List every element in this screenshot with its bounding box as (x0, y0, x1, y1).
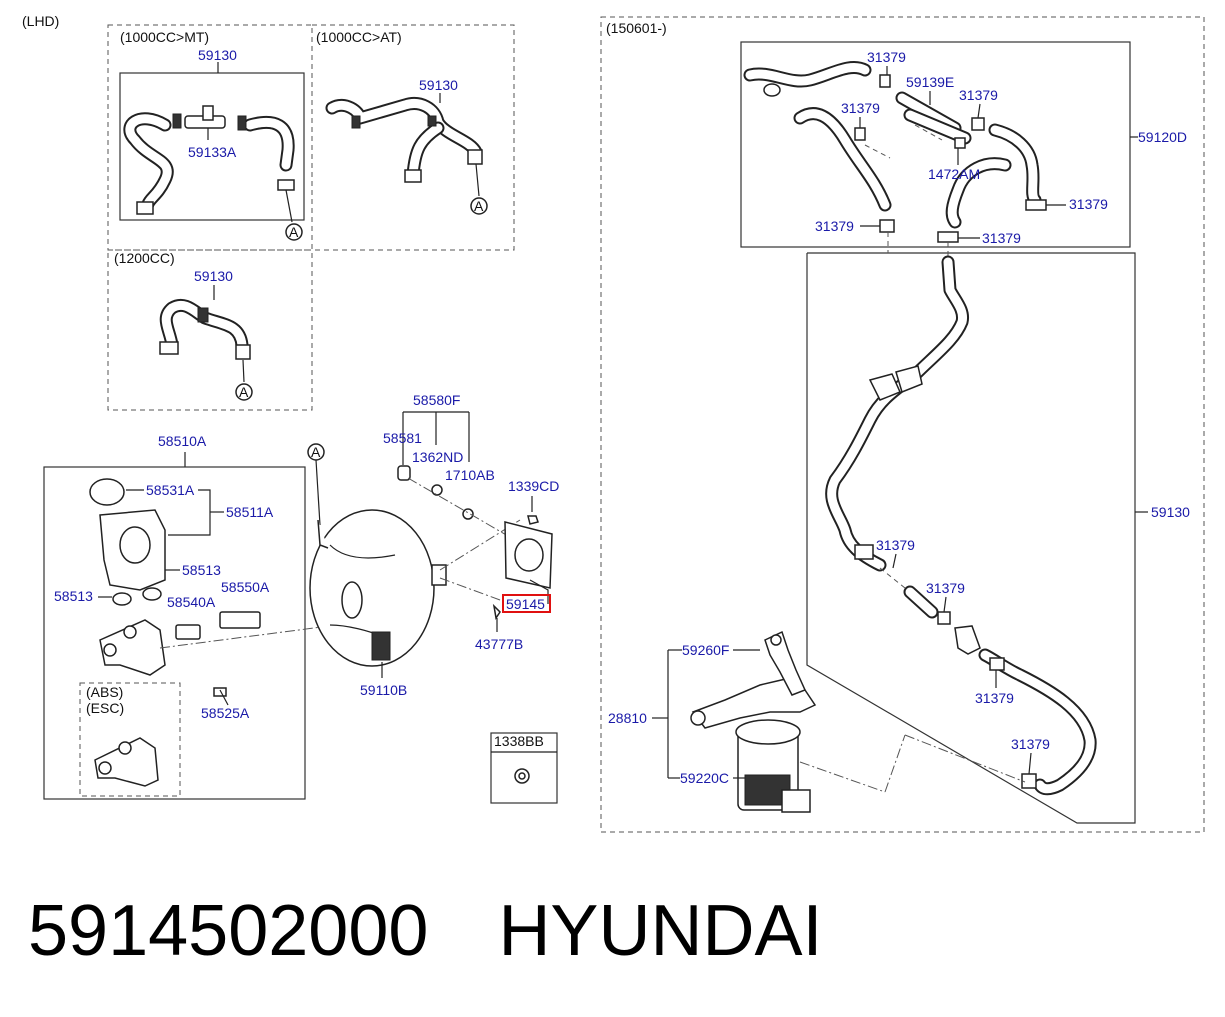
section-abs: (ABS) (86, 684, 123, 700)
section-lhd: (LHD) (22, 13, 59, 29)
label-31379-j[interactable]: 31379 (1011, 736, 1050, 752)
label-59220c[interactable]: 59220C (680, 770, 729, 786)
label-31379-f[interactable]: 31379 (982, 230, 1021, 246)
label-31379-b[interactable]: 31379 (959, 87, 998, 103)
section-1000cc-mt: (1000CC>MT) (120, 29, 209, 45)
hose-mt-drawing (123, 105, 295, 223)
parts-diagram: (LHD) (1000CC>MT) (1000CC>AT) (1200CC) 5… (22, 13, 1205, 833)
label-58550a[interactable]: 58550A (221, 579, 270, 595)
box-abs-esc (79, 682, 181, 797)
abs-cylinder-drawing (94, 737, 159, 787)
label-1472am[interactable]: 1472AM (928, 166, 980, 182)
reservoir-drawing (89, 478, 166, 606)
bolt-parts-drawing (397, 465, 539, 525)
label-58510a[interactable]: 58510A (158, 433, 207, 449)
air-pump-drawing (690, 630, 817, 813)
label-31379-d[interactable]: 31379 (1069, 196, 1108, 212)
label-31379-i[interactable]: 31379 (975, 690, 1014, 706)
box-1000cc-at (311, 24, 515, 251)
section-1200cc: (1200CC) (114, 250, 175, 266)
box-59130-right (806, 252, 1136, 824)
footer-part-number: 5914502000 (28, 891, 429, 971)
nut-1338bb-drawing (514, 768, 530, 784)
label-31379-a[interactable]: 31379 (867, 49, 906, 65)
marker-a-booster-text: A (311, 444, 321, 460)
marker-a-1200cc-text: A (239, 384, 249, 400)
label-58511a[interactable]: 58511A (226, 504, 274, 520)
label-1338bb: 1338BB (494, 733, 544, 749)
hose-upper-drawing (743, 61, 1047, 243)
label-59260f[interactable]: 59260F (682, 642, 729, 658)
label-59120d[interactable]: 59120D (1138, 129, 1187, 145)
hose-long-drawing (825, 255, 1097, 796)
box-1338bb (490, 732, 558, 804)
marker-a-at (470, 197, 488, 215)
label-58513-left[interactable]: 58513 (54, 588, 93, 604)
label-1339cd[interactable]: 1339CD (508, 478, 559, 494)
box-mt-hose-assembly (119, 72, 305, 221)
marker-a-at-text: A (474, 198, 484, 214)
box-59120d (740, 41, 1131, 248)
section-1000cc-at: (1000CC>AT) (316, 29, 402, 45)
footer-brand: HYUNDAI (498, 891, 823, 971)
label-59130-at[interactable]: 59130 (419, 77, 458, 93)
label-1362nd[interactable]: 1362ND (412, 449, 463, 465)
label-31379-c[interactable]: 31379 (841, 100, 880, 116)
footer-caption: 5914502000 HYUNDAI (28, 890, 822, 972)
master-cylinder-drawing (99, 611, 261, 697)
label-59130-1200cc[interactable]: 59130 (194, 268, 233, 284)
label-59133a[interactable]: 59133A (188, 144, 237, 160)
label-58580f[interactable]: 58580F (413, 392, 460, 408)
hose-1200cc-drawing (159, 298, 251, 383)
label-58531a[interactable]: 58531A (146, 482, 195, 498)
marker-a-mt-text: A (289, 224, 299, 240)
gasket-59145-drawing (504, 521, 553, 589)
label-59130-mt[interactable]: 59130 (198, 47, 237, 63)
label-59139e[interactable]: 59139E (906, 74, 954, 90)
label-31379-g[interactable]: 31379 (876, 537, 915, 553)
label-28810[interactable]: 28810 (608, 710, 647, 726)
hose-at-drawing (325, 97, 483, 197)
label-58581[interactable]: 58581 (383, 430, 422, 446)
marker-a-mt (285, 223, 303, 241)
box-1200cc (107, 249, 313, 411)
marker-a-1200cc (235, 383, 253, 401)
label-31379-e[interactable]: 31379 (815, 218, 854, 234)
box-master-cylinder (43, 466, 306, 800)
label-31379-h[interactable]: 31379 (926, 580, 965, 596)
box-150601 (600, 16, 1205, 833)
section-esc: (ESC) (86, 700, 124, 716)
label-58525a[interactable]: 58525A (201, 705, 250, 721)
section-150601: (150601-) (606, 20, 667, 36)
label-43777b[interactable]: 43777B (475, 636, 523, 652)
label-59110b[interactable]: 59110B (360, 682, 407, 698)
label-59130-right[interactable]: 59130 (1151, 504, 1190, 520)
label-58540a[interactable]: 58540A (167, 594, 216, 610)
brake-booster-drawing (309, 509, 447, 667)
label-58513-right[interactable]: 58513 (182, 562, 221, 578)
label-1710ab[interactable]: 1710AB (445, 467, 495, 483)
highlight-box-59145 (502, 594, 551, 613)
label-59145[interactable]: 59145 (506, 596, 545, 612)
